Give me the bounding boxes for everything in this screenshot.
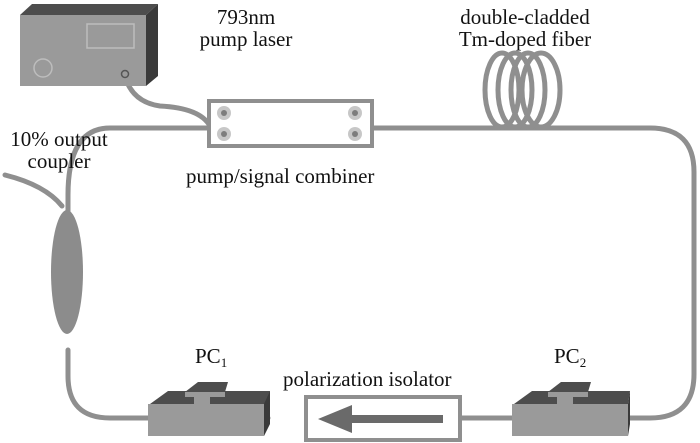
tm-doped-fiber-coil xyxy=(482,50,563,130)
pc2-label-text: PC xyxy=(554,344,580,368)
output-coupler xyxy=(51,210,83,334)
isolator-label: polarization isolator xyxy=(283,367,452,391)
pc1-label-text: PC xyxy=(195,344,221,368)
pump-laser-label-line2: pump laser xyxy=(199,27,293,51)
gain-fiber-label: double-cladded Tm-doped fiber xyxy=(440,6,610,50)
polarization-controller-2 xyxy=(512,382,630,436)
pump-cable xyxy=(122,73,213,129)
output-coupler-label-line2: coupler xyxy=(27,149,91,173)
combiner-label: pump/signal combiner xyxy=(186,164,375,188)
output-fiber-tail xyxy=(2,172,65,209)
pump-laser xyxy=(20,4,158,86)
polarization-controller-1 xyxy=(148,382,270,436)
pc1-label-subscript: 1 xyxy=(220,355,228,370)
pc1-label: PC1 xyxy=(195,344,227,371)
isolator-arrow-icon xyxy=(318,405,352,433)
pump-signal-combiner xyxy=(207,99,374,148)
gain-fiber-label-line1: double-cladded xyxy=(460,5,590,29)
pc2-label-subscript: 2 xyxy=(579,355,587,370)
polarization-isolator xyxy=(304,395,462,442)
output-coupler-label-line1: 10% output xyxy=(10,127,108,151)
pump-laser-label-line1: 793nm xyxy=(216,5,276,29)
gain-fiber-label-line2: Tm-doped fiber xyxy=(458,27,592,51)
pc2-label: PC2 xyxy=(554,344,586,371)
pump-laser-label: 793nm pump laser xyxy=(186,6,306,50)
output-coupler-label: 10% output coupler xyxy=(0,128,120,172)
